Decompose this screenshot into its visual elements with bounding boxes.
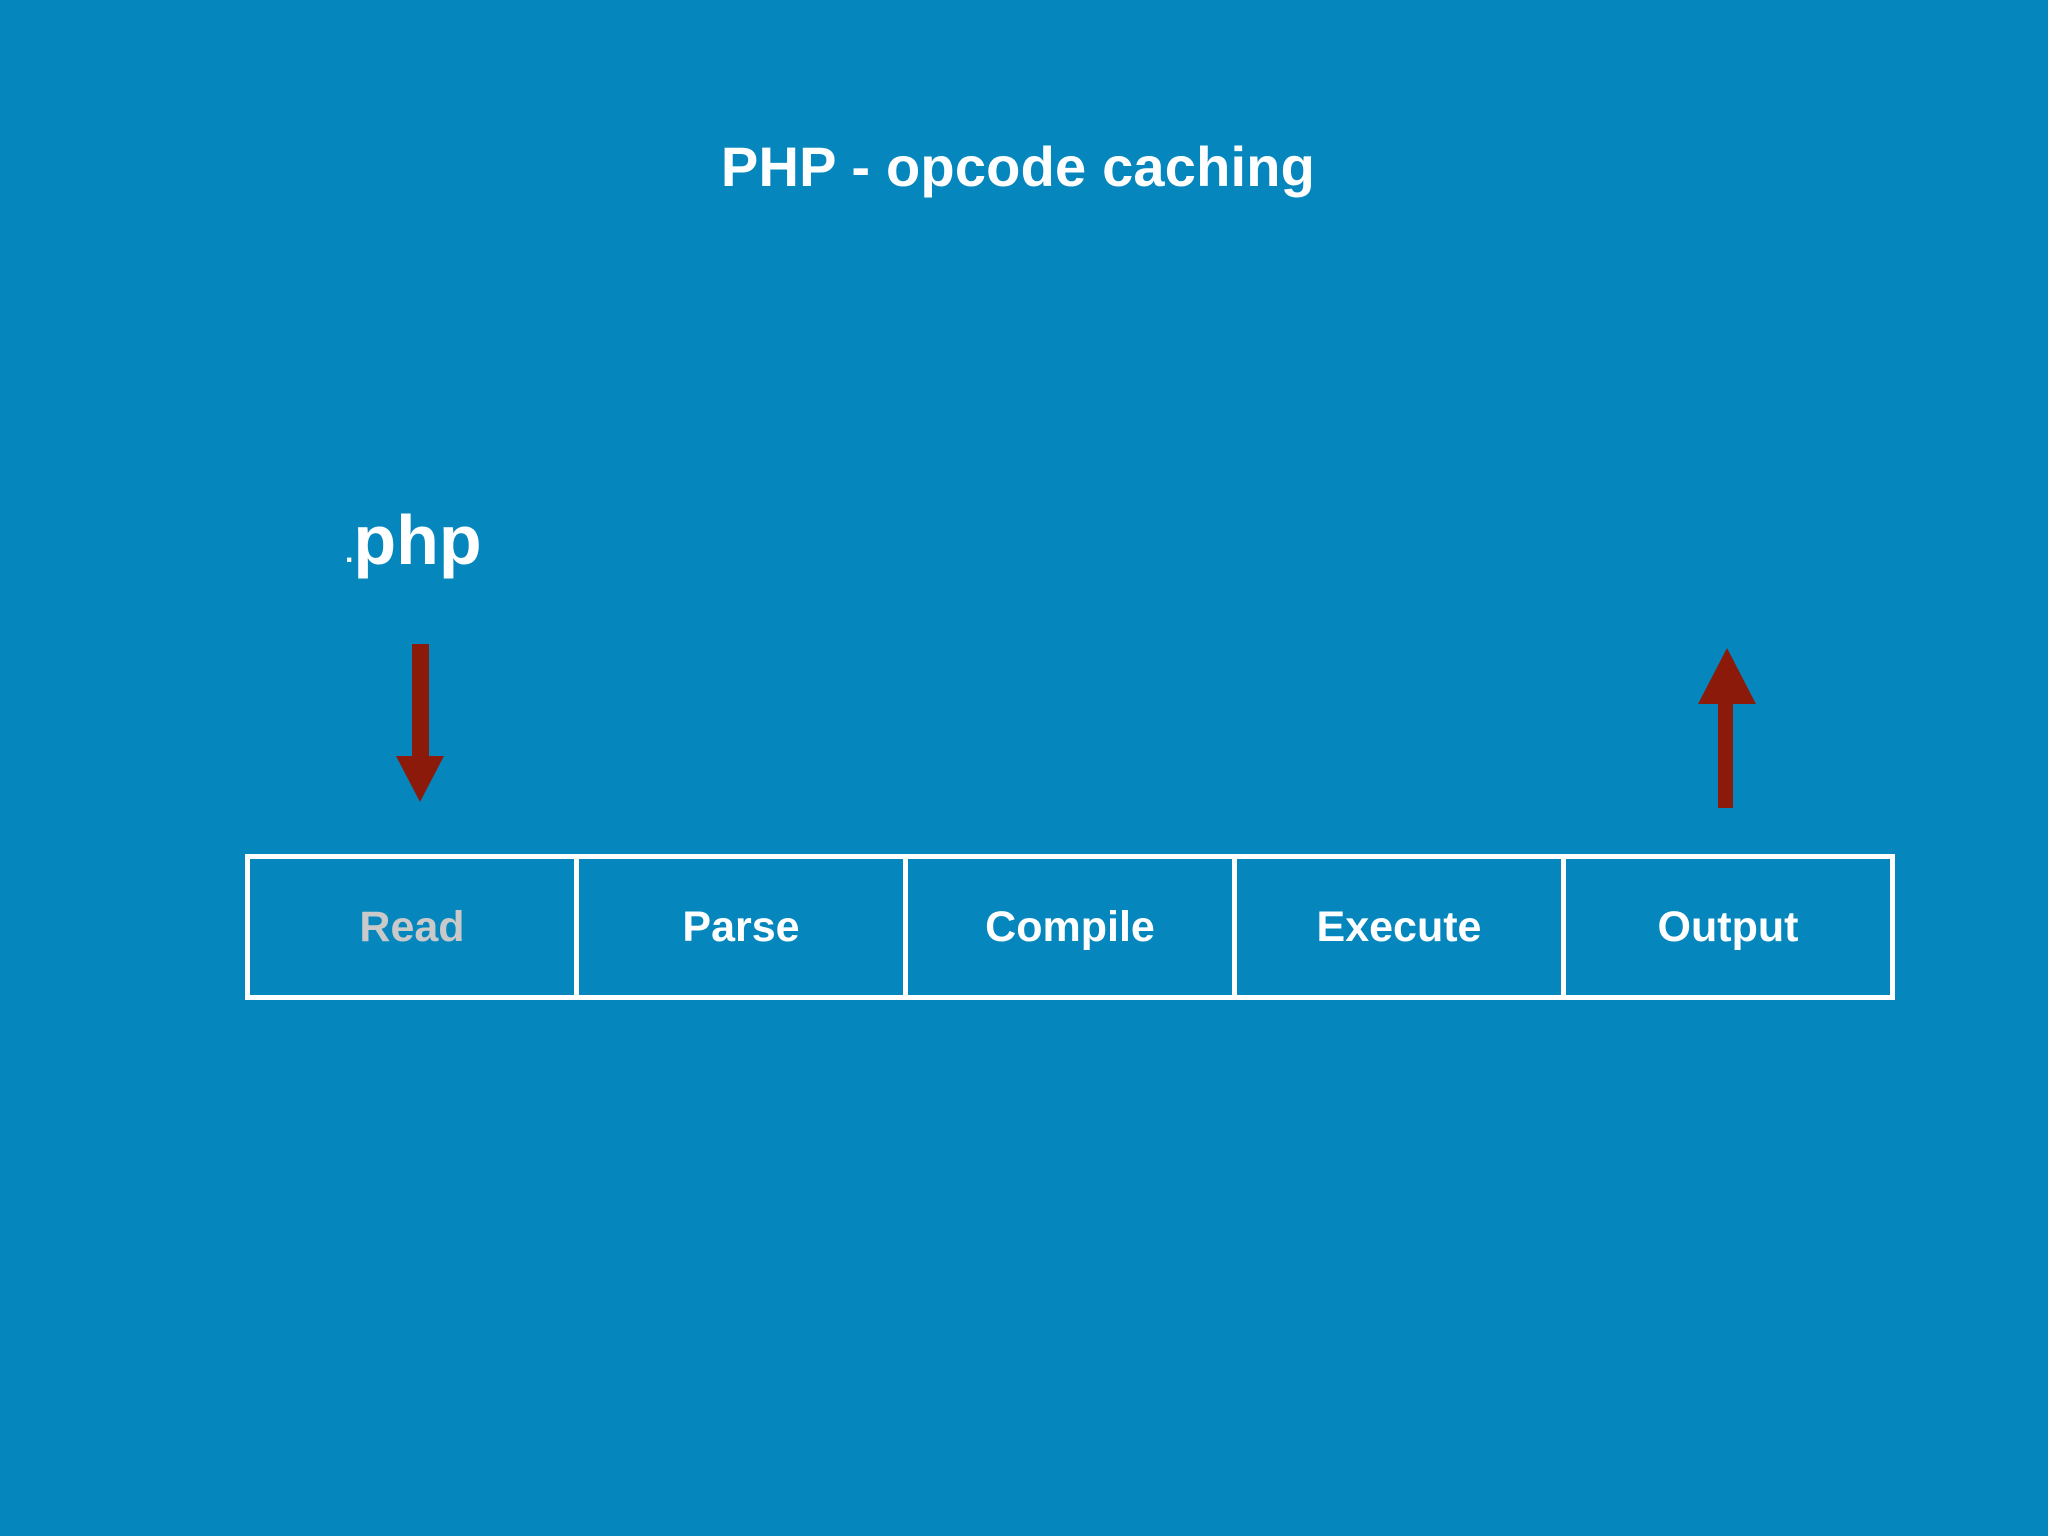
input-arrow-icon	[396, 644, 444, 802]
pipeline-stage-compile[interactable]: Compile	[908, 859, 1237, 995]
pipeline-stage-label: Output	[1657, 902, 1799, 951]
php-file-dot: .	[345, 536, 354, 569]
pipeline-stage-read[interactable]: Read	[250, 859, 579, 995]
pipeline-stage-label: Read	[359, 902, 465, 951]
pipeline-stage-execute[interactable]: Execute	[1237, 859, 1566, 995]
pipeline-stage-label: Parse	[682, 902, 800, 951]
php-file-label: .php	[345, 505, 482, 575]
pipeline-stage-label: Compile	[985, 902, 1155, 951]
pipeline-stage-label: Execute	[1316, 902, 1482, 951]
output-arrow-icon	[1698, 648, 1756, 808]
page-title: PHP - opcode caching	[720, 135, 1316, 198]
pipeline-stage-output[interactable]: Output	[1566, 859, 1890, 995]
pipeline-diagram: Read Parse Compile Execute Output	[245, 854, 1895, 1000]
php-file-extension: php	[353, 501, 482, 579]
pipeline-stage-parse[interactable]: Parse	[579, 859, 908, 995]
